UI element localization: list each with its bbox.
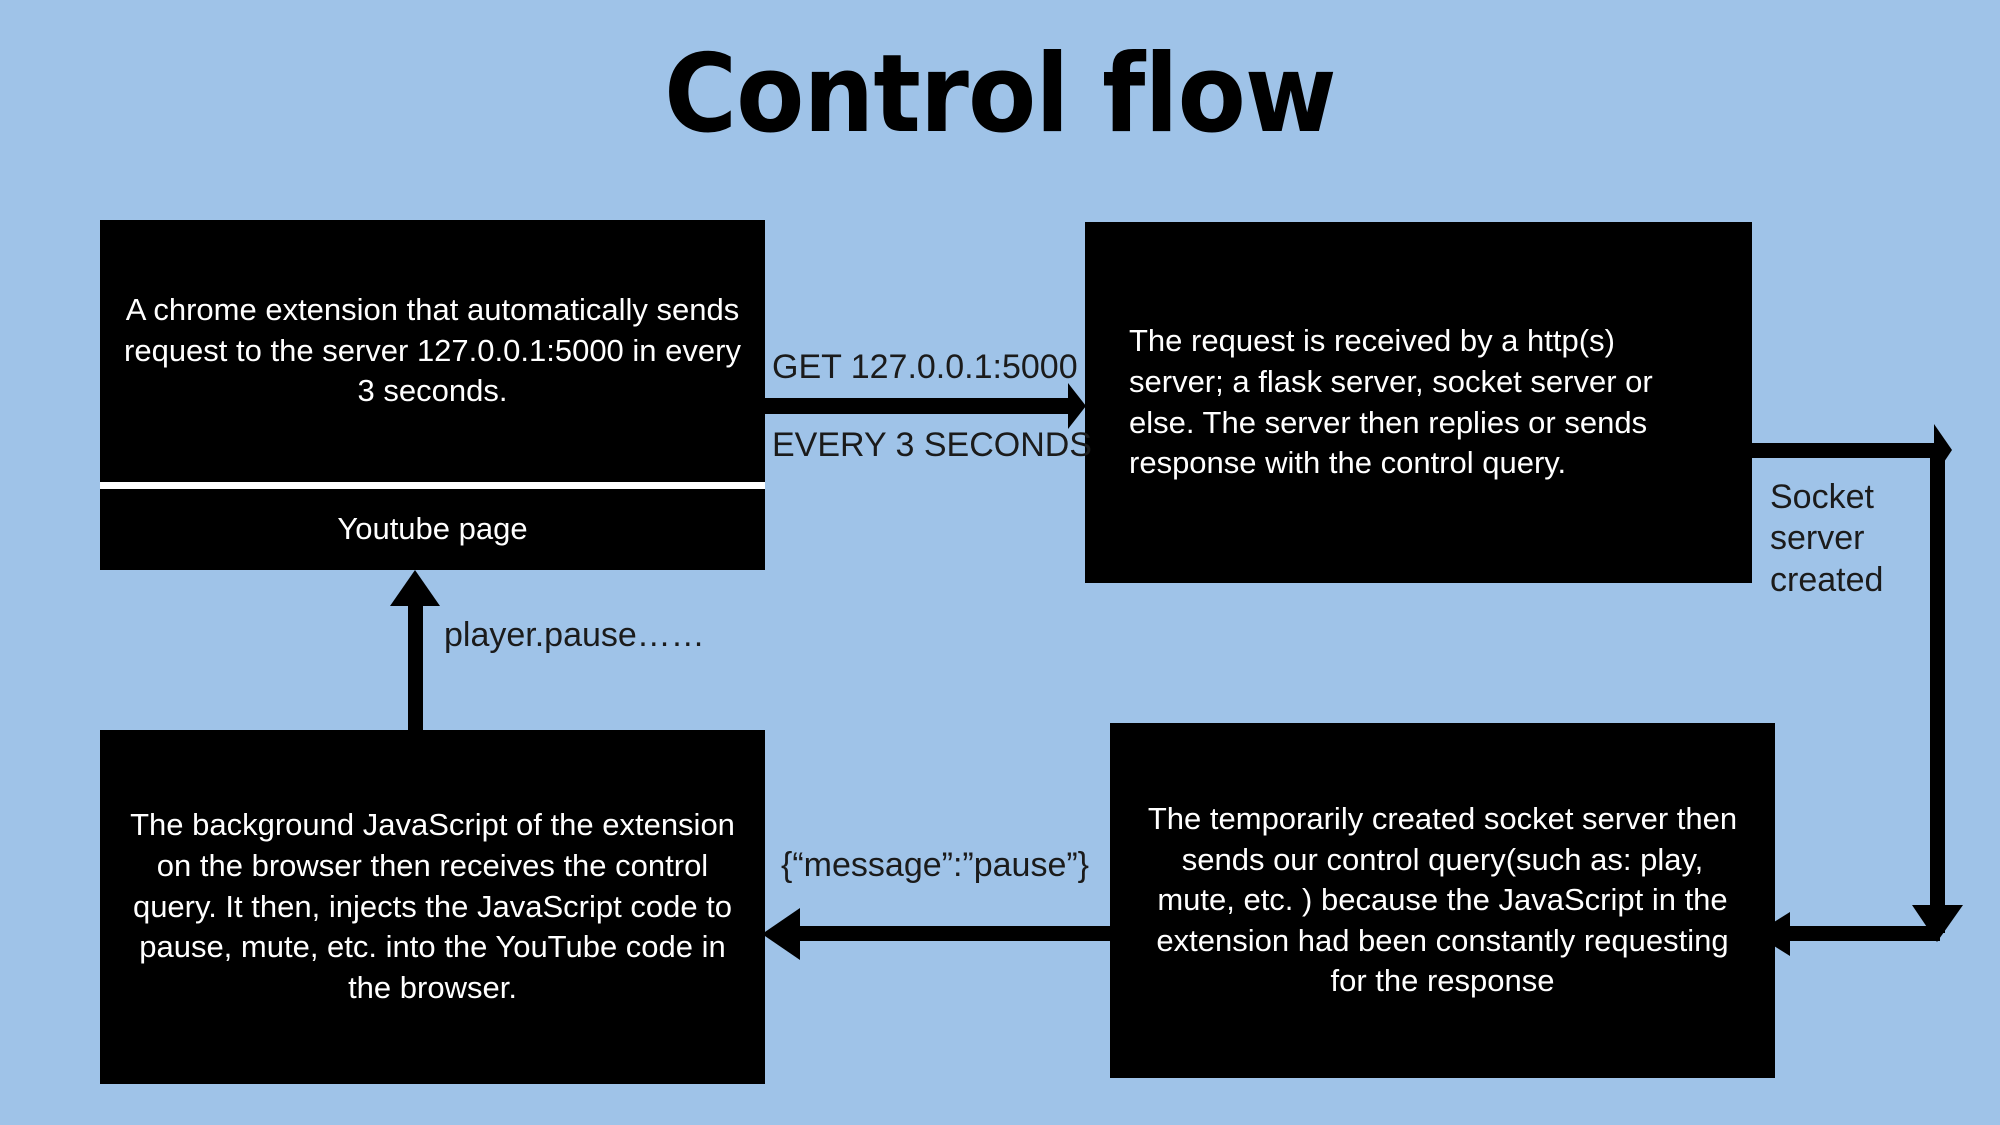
node-chrome-extension-footer: Youtube page <box>337 511 528 547</box>
page-title: Control flow <box>664 32 1337 157</box>
node-http-server-body: The request is received by a http(s) ser… <box>1129 323 1653 481</box>
arrow-extension-to-server <box>765 383 1086 429</box>
node-background-javascript-body: The background JavaScript of the extensi… <box>130 807 735 1005</box>
node-chrome-extension-body: A chrome extension that automatically se… <box>124 292 741 409</box>
edge-label-socket-server-created: Socket server created <box>1770 478 1884 599</box>
node-http-server: The request is received by a http(s) ser… <box>1085 222 1752 583</box>
edge-label-every-3-seconds: EVERY 3 SECONDS <box>772 426 1092 464</box>
node-chrome-extension-footer-pane: Youtube page <box>100 489 765 570</box>
node-socket-server: The temporarily created socket server th… <box>1110 723 1775 1078</box>
arrow-background-js-to-youtube-page <box>390 570 440 732</box>
edge-label-message-pause: {“message”:”pause”} <box>781 846 1090 884</box>
edge-label-get-request: GET 127.0.0.1:5000 <box>772 348 1078 386</box>
node-background-javascript: The background JavaScript of the extensi… <box>100 730 765 1084</box>
node-chrome-extension-body-pane: A chrome extension that automatically se… <box>100 220 765 482</box>
node-chrome-extension: A chrome extension that automatically se… <box>100 220 765 570</box>
node-chrome-extension-divider <box>100 482 765 489</box>
edge-label-player-pause: player.pause…… <box>444 616 705 654</box>
arrow-socket-server-to-background-js <box>762 908 1112 960</box>
node-socket-server-body: The temporarily created socket server th… <box>1147 800 1738 999</box>
